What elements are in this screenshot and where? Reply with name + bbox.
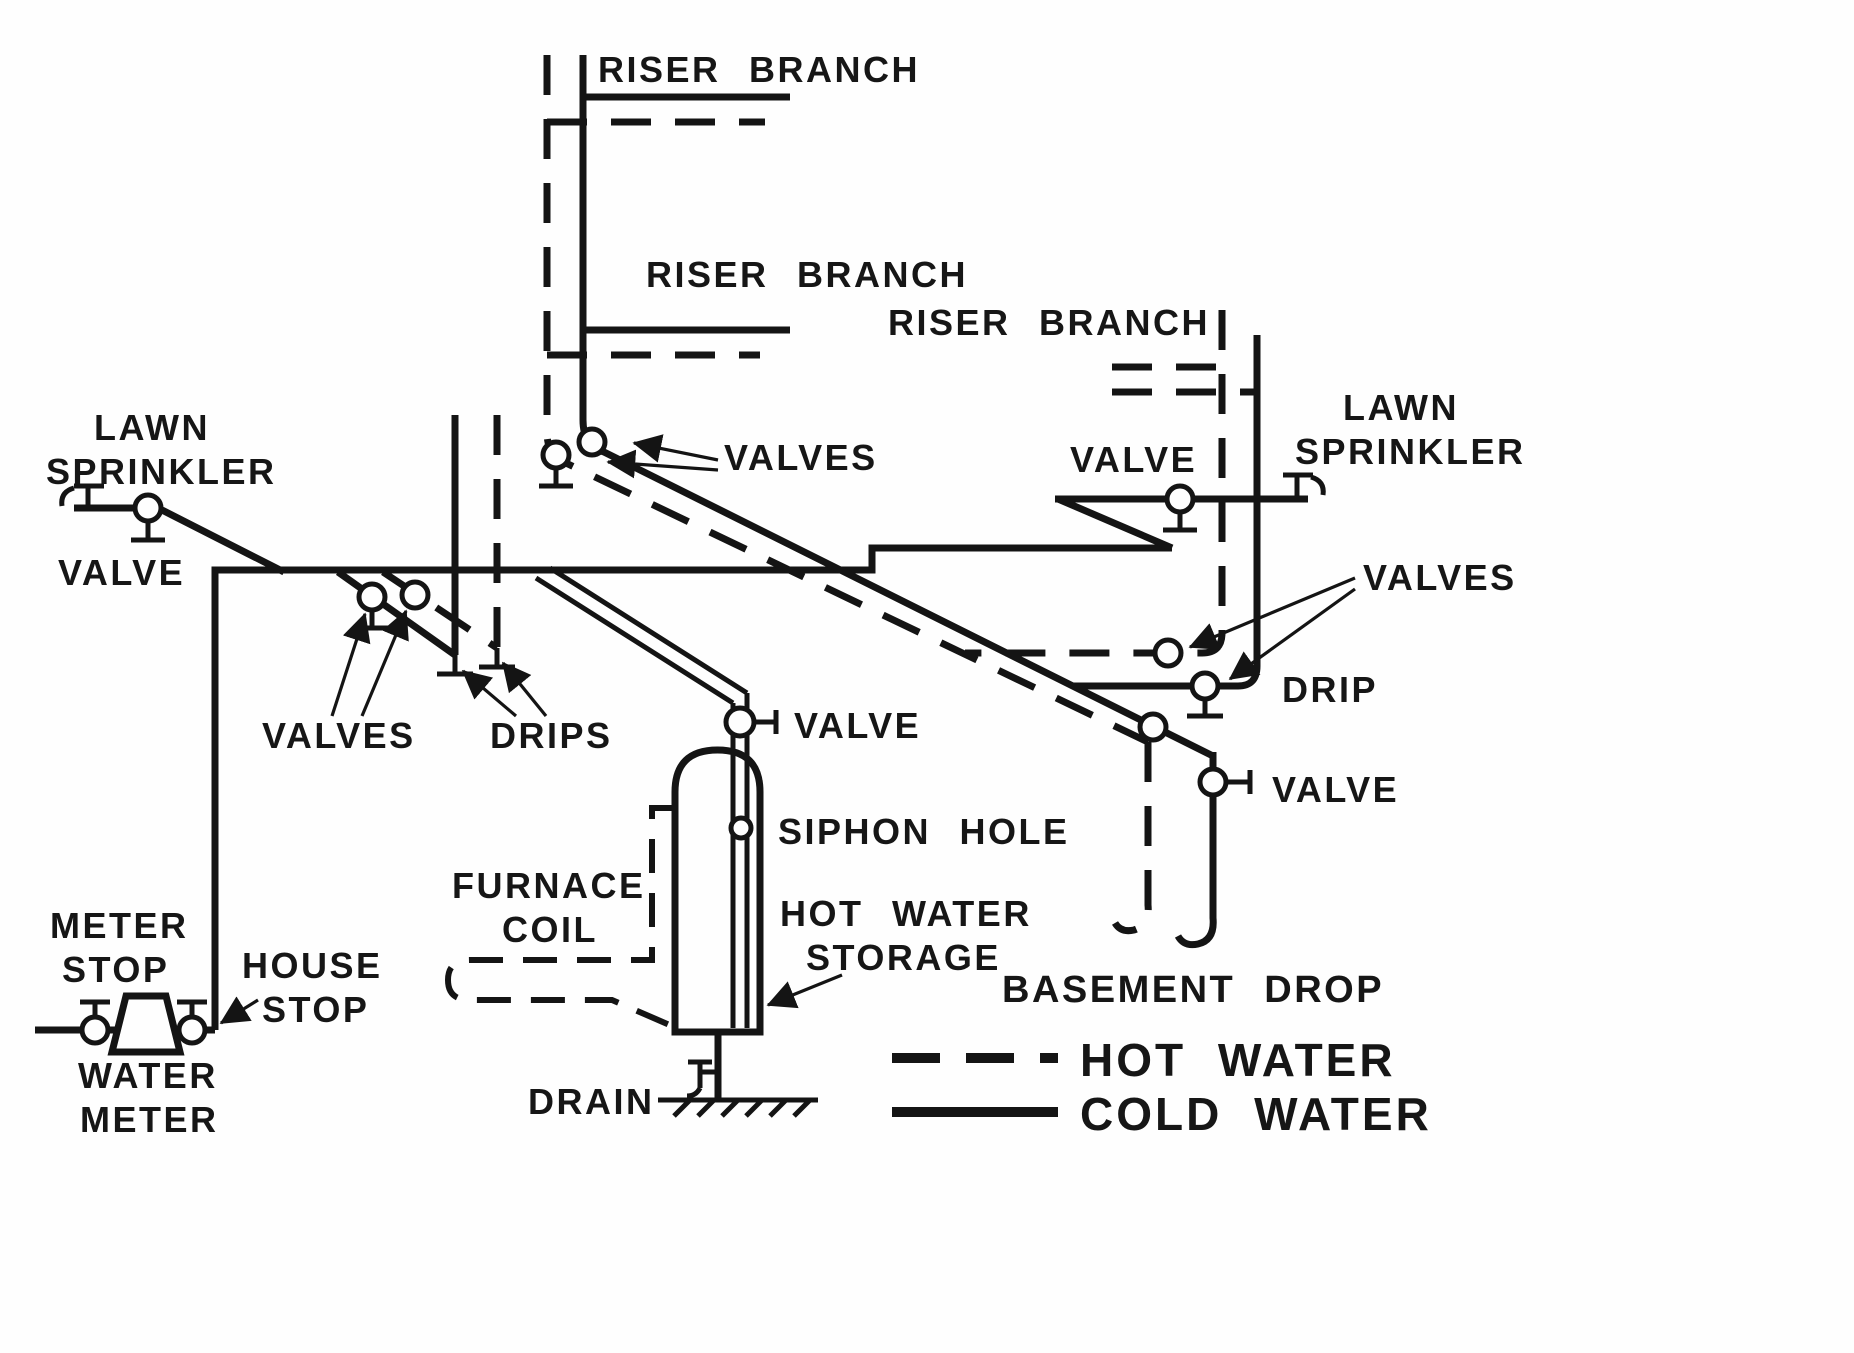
basement-junction-valve-icon	[1137, 711, 1169, 743]
right-drip-stem	[1187, 699, 1223, 719]
water-meter-label-1: WATER	[78, 1055, 218, 1096]
left-sprinkler-valve-stem	[131, 521, 165, 543]
tank-valve-stem	[754, 710, 779, 734]
furnace-coil-label-2: COIL	[502, 909, 598, 950]
house-stop-valve-icon	[176, 1014, 208, 1046]
valve-basement-label: VALVE	[1272, 769, 1399, 810]
right-sprinkler-faucet-icon	[1283, 472, 1326, 499]
drips-arrow-1	[461, 669, 518, 718]
drain-faucet-icon	[686, 1059, 718, 1099]
main-cold-valve-icon	[356, 581, 388, 613]
legend: HOT WATER COLD WATER	[892, 1034, 1432, 1140]
right-sprinkler-valve-stem	[1163, 512, 1197, 533]
faucets	[59, 472, 1326, 1118]
valves-main-arrow-2	[360, 609, 409, 717]
right-hot-riser-valve-icon	[1152, 637, 1184, 669]
basement-valve-icon	[1197, 766, 1229, 798]
tank-valve-icon	[723, 705, 757, 739]
house-stop-label-2: STOP	[262, 989, 369, 1030]
right-cold-riser-pipe	[1072, 335, 1261, 690]
storage-arrow	[766, 973, 843, 1009]
left-sprinkler-valve-icon	[132, 492, 164, 524]
water-meter-assembly	[79, 992, 208, 1056]
valves-right-label: VALVES	[1363, 557, 1517, 598]
valve-symbols	[131, 426, 1253, 841]
valve-sprinkler-left-label: VALVE	[58, 552, 185, 593]
siphon-hole-icon	[728, 815, 754, 841]
riser-cold-valve-icon	[576, 426, 608, 458]
hot-valve-leg	[381, 569, 499, 651]
drain-label: DRAIN	[528, 1081, 655, 1122]
labels: RISER BRANCH RISER BRANCH RISER BRANCH L…	[46, 49, 1526, 1140]
valves-riser-arrow-2	[606, 449, 719, 479]
riser-valve-stem	[539, 468, 573, 489]
right-cold-riser-valve-icon	[1189, 670, 1221, 702]
main-valve-drip-stem	[354, 610, 390, 631]
legend-hot-label: HOT WATER	[1080, 1034, 1396, 1086]
drip-icon	[479, 648, 515, 670]
basement-drop-hot-pipe	[1111, 742, 1152, 935]
right-sprinkler-valve-icon	[1164, 483, 1196, 515]
water-meter-icon	[107, 992, 185, 1056]
house-stop-label-1: HOUSE	[242, 945, 383, 986]
lawn-sprinkler-left-label-1: LAWN	[94, 407, 210, 448]
right-hot-riser-pipe	[965, 310, 1226, 657]
valves-riser-arrow-1	[632, 434, 719, 463]
house-stop-arrow	[219, 996, 259, 1025]
drip-icon	[437, 655, 473, 677]
ground-hatch	[658, 1097, 818, 1118]
meter-stop-label-1: METER	[50, 905, 189, 946]
meter-stop-valve-icon	[79, 1014, 111, 1046]
tank-feed-pipe	[534, 565, 750, 1028]
riser-branch-label-3: RISER BRANCH	[888, 302, 1210, 343]
valves-right-arrow-1	[1188, 576, 1356, 650]
legend-cold-label: COLD WATER	[1080, 1088, 1432, 1140]
meter-stop-label-2: STOP	[62, 949, 169, 990]
main-hot-valve-icon	[399, 579, 431, 611]
hot-water-storage-label-2: STORAGE	[806, 937, 1001, 978]
left-sprinkler-faucet-icon	[59, 483, 104, 510]
pointer-arrows	[219, 434, 1356, 1025]
riser-branch-label-2: RISER BRANCH	[646, 254, 968, 295]
hot-riser-pipe	[543, 55, 1150, 746]
siphon-hole-label: SIPHON HOLE	[778, 811, 1070, 852]
water-meter-label-2: METER	[80, 1099, 219, 1140]
basement-drop-label: BASEMENT DROP	[1002, 969, 1384, 1011]
hot-water-pipes	[381, 55, 1257, 935]
basement-valve-stem	[1228, 770, 1253, 794]
basement-drop-cold-pipe	[1174, 752, 1217, 949]
riser-hot-valve-icon	[540, 439, 572, 471]
valves-main-label: VALVES	[262, 715, 416, 756]
riser-branch-label-1: RISER BRANCH	[598, 49, 920, 90]
drips-label: DRIPS	[490, 715, 613, 756]
hot-water-storage-label-1: HOT WATER	[780, 893, 1032, 934]
valve-sprinkler-right-label: VALVE	[1070, 439, 1197, 480]
valves-main-arrow-1	[330, 612, 371, 717]
valve-tank-label: VALVE	[794, 705, 921, 746]
furnace-coil-pipe	[444, 805, 675, 1029]
lawn-sprinkler-right-label-1: LAWN	[1343, 387, 1459, 428]
furnace-coil-label-1: FURNACE	[452, 865, 646, 906]
drips-arrow-2	[501, 661, 548, 718]
drip-label: DRIP	[1282, 669, 1378, 710]
lawn-sprinkler-right-label-2: SPRINKLER	[1295, 431, 1526, 472]
valves-riser-label: VALVES	[724, 437, 878, 478]
lawn-sprinkler-left-label-2: SPRINKLER	[46, 451, 277, 492]
valves-right-arrow-2	[1228, 587, 1356, 681]
